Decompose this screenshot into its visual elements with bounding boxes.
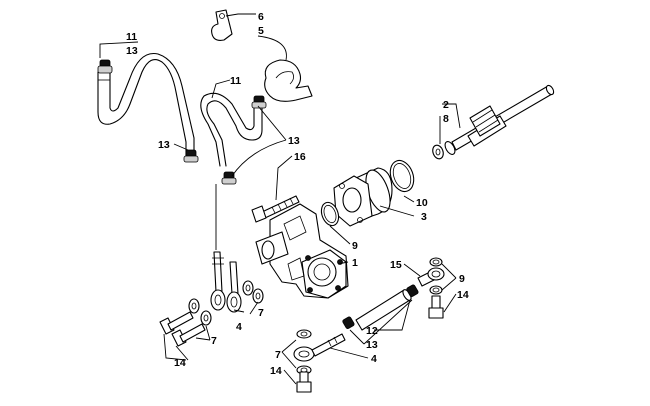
- hose-clip: [211, 9, 233, 41]
- callout-4: 4: [236, 321, 242, 333]
- banjo-bolt: [159, 311, 194, 335]
- pump-housing: [333, 167, 393, 227]
- o-ring-large: [389, 159, 415, 193]
- oil-hose-middle: [200, 92, 263, 167]
- sealing-washer: [242, 280, 254, 296]
- banjo-bolt: [296, 371, 312, 393]
- callout-13: 13: [158, 139, 170, 151]
- callout-14: 14: [174, 357, 186, 369]
- oil-hose-left: [97, 52, 195, 159]
- sealing-washer: [188, 298, 200, 314]
- banjo-bolt: [428, 295, 444, 319]
- sealing-washer: [200, 310, 212, 326]
- callout-1: 1: [352, 257, 358, 269]
- shaft-washer: [432, 144, 444, 160]
- callout-15: 15: [390, 259, 402, 271]
- callout-14: 14: [270, 365, 282, 377]
- banjo-fitting-left: [210, 251, 226, 311]
- callout-7: 7: [211, 335, 217, 347]
- callout-10: 10: [416, 197, 428, 209]
- callout-7: 7: [258, 307, 264, 319]
- sealing-washer: [296, 329, 312, 339]
- callout-13: 13: [126, 45, 138, 57]
- banjo-fitting-lower: [293, 333, 346, 362]
- callout-11: 11: [230, 75, 241, 87]
- callout-11: 11: [126, 31, 137, 43]
- sealing-washer: [252, 288, 264, 304]
- o-ring-small: [320, 201, 340, 227]
- hose-clamp: [406, 284, 419, 297]
- callout-labels: 1 2 3 4 4 5 6 7 7 7 8 9 9 10 11 11 12 13…: [126, 11, 469, 377]
- hose-clamp: [183, 149, 199, 163]
- callout-7: 7: [275, 349, 281, 361]
- callout-4: 4: [371, 353, 377, 365]
- oil-hose-upper: [264, 59, 313, 102]
- callout-3: 3: [421, 211, 427, 223]
- hose-clamp: [221, 171, 237, 185]
- sealing-washer: [429, 285, 443, 295]
- leader-lines: [99, 13, 461, 385]
- callout-9: 9: [352, 240, 358, 252]
- callout-2: 2: [443, 99, 449, 111]
- callout-6: 6: [258, 11, 264, 23]
- callout-9: 9: [459, 273, 465, 285]
- hose-clamp: [342, 316, 355, 329]
- oil-pump-body: [255, 203, 349, 299]
- banjo-fitting-right: [226, 261, 242, 313]
- check-valve: [417, 267, 445, 287]
- callout-13: 13: [366, 339, 378, 351]
- drive-gear: [469, 105, 501, 137]
- callout-5: 5: [258, 25, 264, 37]
- callout-8: 8: [443, 113, 449, 125]
- housing-bolt: [251, 195, 300, 223]
- callout-12: 12: [366, 325, 378, 337]
- hose-clamp: [97, 59, 113, 74]
- callout-14: 14: [457, 289, 469, 301]
- callout-16: 16: [294, 151, 306, 163]
- sealing-washer: [429, 257, 443, 267]
- oil-line: [355, 289, 412, 331]
- callout-13: 13: [288, 135, 300, 147]
- banjo-bolt: [171, 323, 206, 347]
- pump-drive-shaft: [444, 84, 555, 155]
- hose-clamp: [251, 95, 267, 109]
